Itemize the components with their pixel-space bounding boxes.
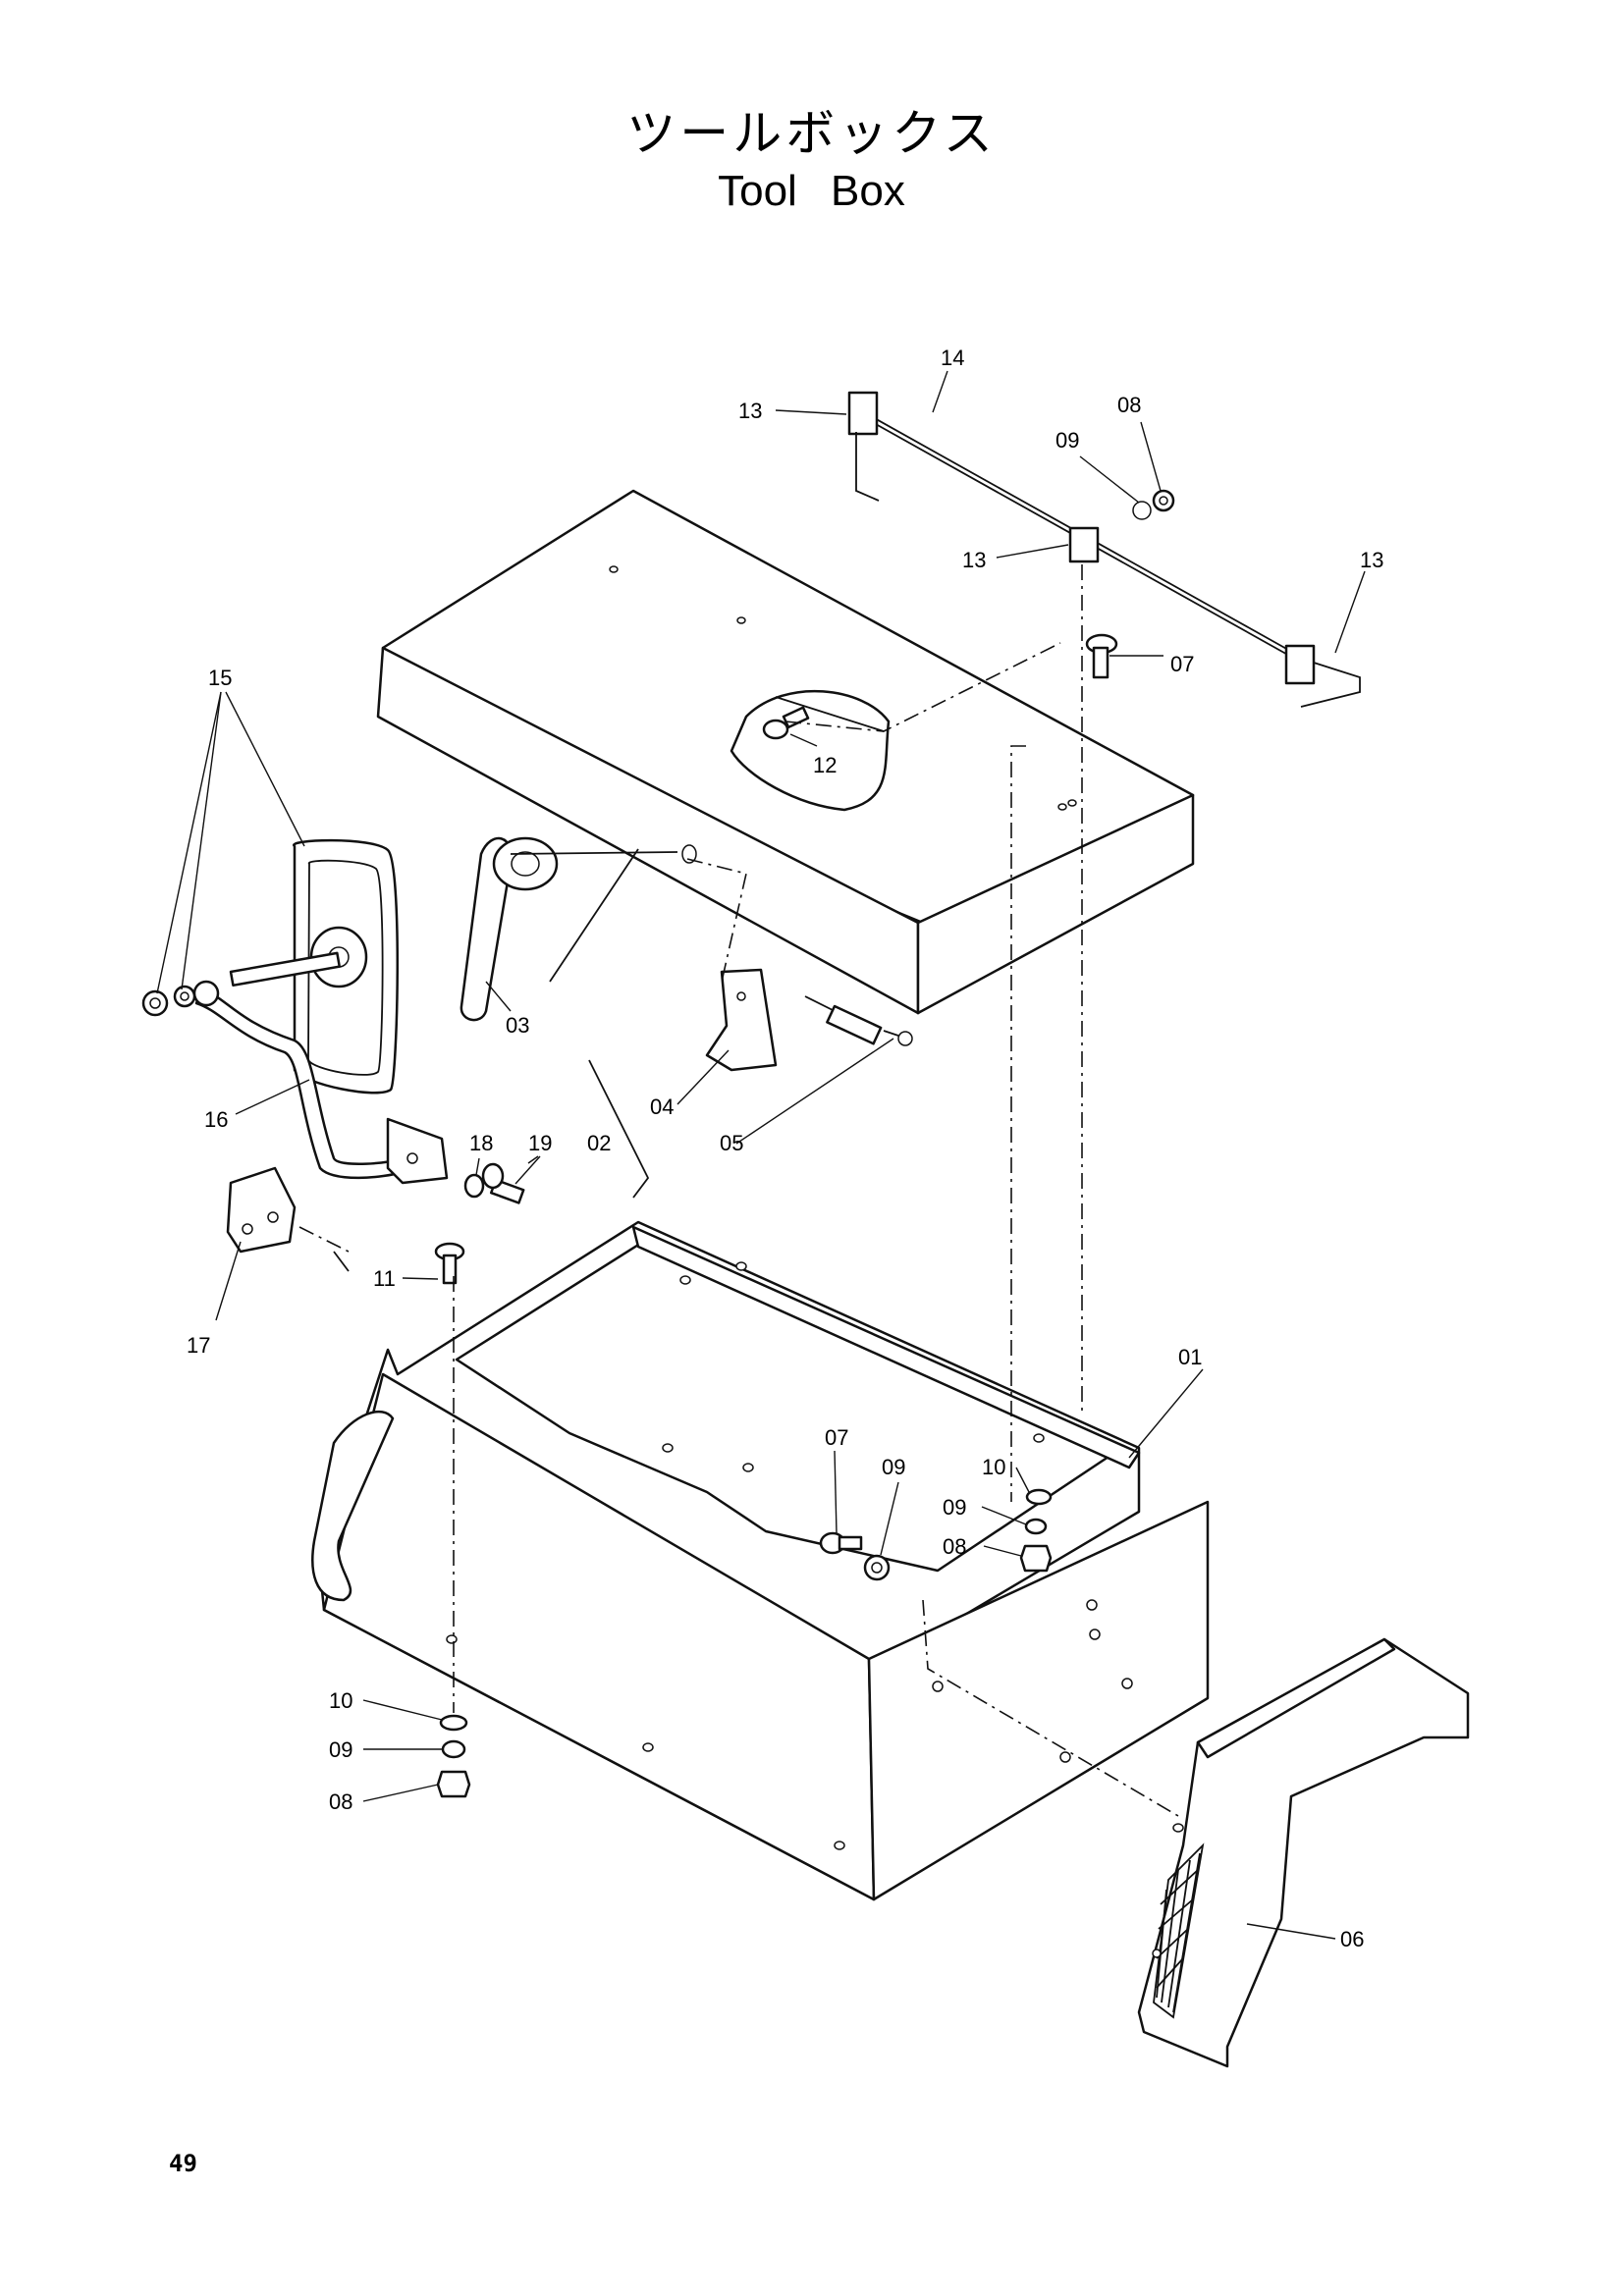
mirror-15 bbox=[141, 838, 399, 1095]
callout-13-a: 13 bbox=[738, 399, 762, 423]
callout-04: 04 bbox=[650, 1095, 674, 1119]
callout-labels: 14 13 08 09 13 13 07 12 15 03 04 02 05 1… bbox=[187, 346, 1383, 1951]
callout-08-b: 08 bbox=[943, 1534, 966, 1559]
fastener-stack-right bbox=[1019, 1488, 1053, 1573]
bolt-19 bbox=[481, 1162, 525, 1204]
callout-16: 16 bbox=[204, 1107, 228, 1132]
bolt-11 bbox=[434, 1242, 465, 1285]
callout-10-b: 10 bbox=[329, 1688, 352, 1713]
washer-09-lower bbox=[863, 1554, 891, 1581]
fastener-stack-left bbox=[436, 1714, 471, 1798]
callout-17: 17 bbox=[187, 1333, 210, 1358]
callout-19: 19 bbox=[528, 1131, 552, 1155]
mirror-bracket bbox=[386, 1117, 449, 1185]
callout-03: 03 bbox=[506, 1013, 529, 1038]
spring-05 bbox=[804, 995, 913, 1046]
callout-13-c: 13 bbox=[1360, 548, 1383, 572]
stay-rod-assembly bbox=[847, 391, 1361, 708]
callout-07-b: 07 bbox=[825, 1425, 848, 1450]
callout-09-b: 09 bbox=[882, 1455, 905, 1479]
callout-06: 06 bbox=[1340, 1927, 1364, 1951]
bolt-07-upper bbox=[1085, 633, 1118, 679]
callout-09-a: 09 bbox=[1055, 428, 1079, 453]
callout-02: 02 bbox=[587, 1131, 611, 1155]
callout-05: 05 bbox=[720, 1131, 743, 1155]
callout-13-b: 13 bbox=[962, 548, 986, 572]
lock-handle-03 bbox=[460, 836, 559, 1022]
bracket-17 bbox=[226, 1166, 297, 1254]
callout-09-d: 09 bbox=[329, 1737, 352, 1762]
callout-01: 01 bbox=[1178, 1345, 1202, 1369]
side-cover-06 bbox=[1137, 1637, 1470, 2068]
callout-11: 11 bbox=[373, 1266, 396, 1291]
callout-10-a: 10 bbox=[982, 1455, 1005, 1479]
title-japanese: ツールボックス bbox=[626, 105, 997, 162]
callout-08-a: 08 bbox=[1117, 393, 1141, 417]
callout-12: 12 bbox=[813, 753, 837, 777]
callout-14: 14 bbox=[941, 346, 964, 370]
callout-08-c: 08 bbox=[329, 1789, 352, 1814]
assembly-lines bbox=[298, 564, 1179, 1817]
bolt-07-lower bbox=[819, 1531, 863, 1555]
tool-box-lid bbox=[376, 489, 1195, 1015]
callout-09-c: 09 bbox=[943, 1495, 966, 1520]
page-number: 49 bbox=[169, 2150, 197, 2177]
catch-plate-04 bbox=[705, 968, 778, 1072]
tool-box-body bbox=[311, 1220, 1210, 1901]
callout-07-a: 07 bbox=[1170, 652, 1194, 676]
callout-18: 18 bbox=[469, 1131, 493, 1155]
callout-15: 15 bbox=[208, 666, 232, 690]
leader-lines bbox=[156, 370, 1366, 1940]
washer-18 bbox=[463, 1173, 485, 1199]
title-block: ツールボックス Tool Box bbox=[0, 103, 1623, 219]
title-english: Tool Box bbox=[718, 167, 905, 215]
